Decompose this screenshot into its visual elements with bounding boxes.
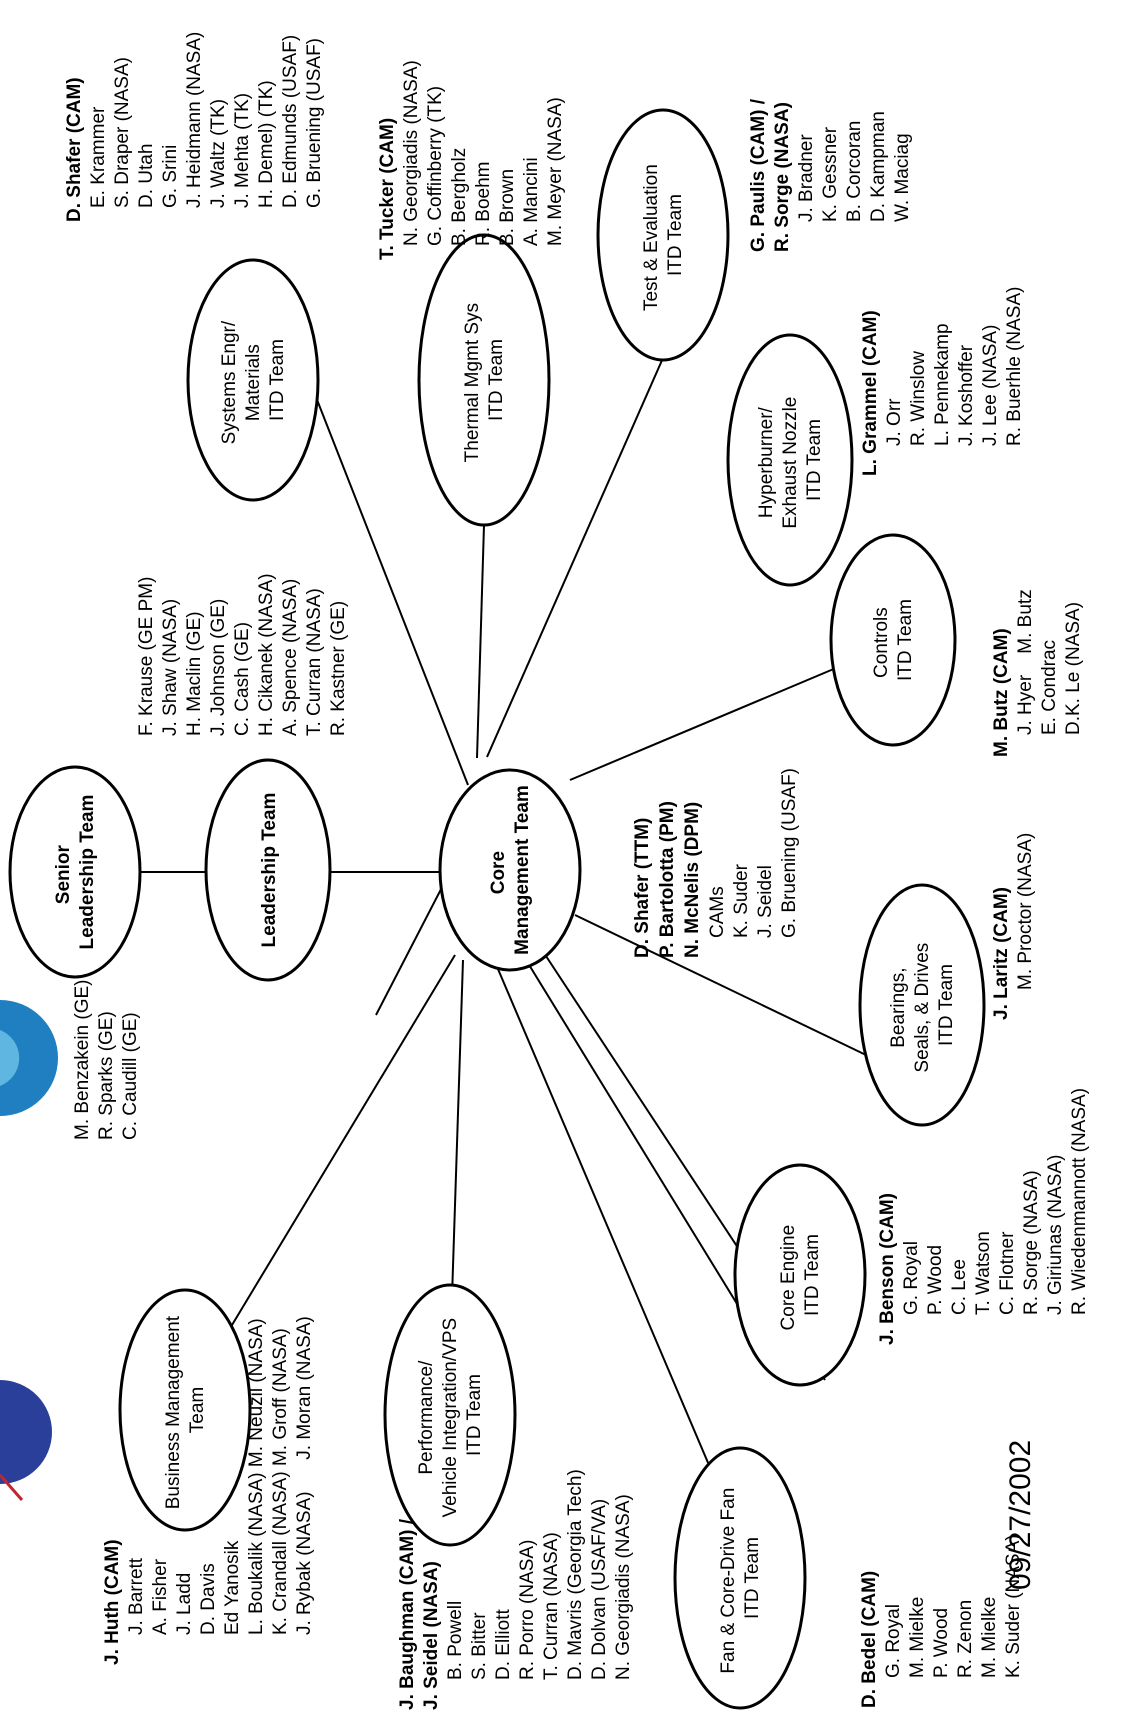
node-bearings: Bearings, Seals, & Drives ITD Team xyxy=(858,883,986,1127)
svg-text:J. Baughman (CAM) /J. Seidel (: J. Baughman (CAM) /J. Seidel (NASA) xyxy=(397,1518,442,1710)
node-performance: Performance/ Vehicle Integration/VPS ITD… xyxy=(383,1283,517,1547)
list-performance: J. Baughman (CAM) /J. Seidel (NASA) B. P… xyxy=(397,1469,634,1710)
svg-text:Core Engine ITD Team: Core Engine ITD Team xyxy=(778,1220,823,1331)
list-core-management: D. Shafer (TTM)P. Bartolotta (PM)N. McNe… xyxy=(632,768,800,958)
list-thermal: T. Tucker (CAM) N. Georgiadis (NASA)G. C… xyxy=(377,60,566,260)
svg-text:M. Proctor (NASA): M. Proctor (NASA) xyxy=(1015,833,1036,990)
node-core-management: Core Management Team xyxy=(438,768,582,972)
node-hyperburner: Hyperburner/ Exhaust Nozzle ITD Team xyxy=(726,333,854,587)
svg-text:Senior Leadership Team: Senior Leadership Team xyxy=(53,795,98,950)
node-controls: Controls ITD Team xyxy=(829,533,957,747)
svg-text:Performance/ Vehicle Int: Performance/ Vehicle Integration/VPS ITD… xyxy=(416,1313,485,1518)
svg-text:N. Georgiadis (NASA)G. Coffinb: N. Georgiadis (NASA)G. Coffinberry (TK)B… xyxy=(401,60,566,246)
svg-text:Hyperburner/ Exhaust Noz: Hyperburner/ Exhaust Nozzle ITD Team xyxy=(756,391,825,528)
svg-text:Bearings, Seals, & Drive: Bearings, Seals, & Drives ITD Team xyxy=(888,937,957,1072)
node-core-engine: Core Engine ITD Team xyxy=(733,1163,867,1387)
svg-text:Leadership Team: Leadership Team xyxy=(259,793,280,948)
svg-text:D. Shafer (CAM): D. Shafer (CAM) xyxy=(64,77,85,222)
svg-text:Core Management Team: Core Management Team xyxy=(488,785,533,955)
svg-text:M. Butz (CAM): M. Butz (CAM) xyxy=(991,628,1012,757)
node-systems-engr: Systems Engr/ Materials ITD Team xyxy=(186,258,320,502)
svg-text:Thermal Mgmt Sys ITD Tea: Thermal Mgmt Sys ITD Team xyxy=(462,298,507,463)
svg-text:G. Paulis (CAM) /R. Sorge (NAS: G. Paulis (CAM) /R. Sorge (NASA) xyxy=(748,98,793,252)
node-test-evaluation: Test & Evaluation ITD Team xyxy=(596,108,730,362)
svg-text:Controls ITD Team: Controls ITD Team xyxy=(871,599,916,681)
node-thermal-mgmt: Thermal Mgmt Sys ITD Team xyxy=(417,233,551,527)
date-stamp: 09/27/2002 xyxy=(1004,1440,1037,1590)
svg-text:D. Bedel (CAM): D. Bedel (CAM) xyxy=(859,1571,880,1708)
svg-text:J. Huth (CAM): J. Huth (CAM) xyxy=(102,1539,123,1665)
logo-top xyxy=(0,1000,58,1116)
svg-text:F. Krause (GE PM)J. Shaw (NASA: F. Krause (GE PM)J. Shaw (NASA)H. Maclin… xyxy=(136,573,349,736)
list-test-evaluation: G. Paulis (CAM) /R. Sorge (NASA) J. Brad… xyxy=(748,98,913,252)
logo-bottom xyxy=(0,1380,52,1501)
svg-text:Systems Engr/ Materials: Systems Engr/ Materials ITD Team xyxy=(219,316,288,445)
svg-text:M. Benzakein (GE)R. Sparks (GE: M. Benzakein (GE)R. Sparks (GE)C. Caudil… xyxy=(72,980,141,1141)
svg-text:J. Laritz (CAM): J. Laritz (CAM) xyxy=(991,887,1012,1020)
connectors xyxy=(140,289,867,1499)
node-business-management: Business Management Team xyxy=(118,1288,252,1532)
list-senior: M. Benzakein (GE)R. Sparks (GE)C. Caudil… xyxy=(72,980,141,1141)
svg-text:J. Benson (CAM): J. Benson (CAM) xyxy=(877,1193,898,1345)
svg-text:Business Management Team: Business Management Team xyxy=(163,1311,208,1510)
node-fan-core-drive: Fan & Core-Drive Fan ITD Team xyxy=(673,1446,807,1710)
svg-text:T. Tucker (CAM): T. Tucker (CAM) xyxy=(377,118,398,260)
svg-text:L. Grammel (CAM): L. Grammel (CAM) xyxy=(860,310,881,476)
node-leadership-team: Leadership Team xyxy=(204,758,332,982)
svg-text:09/27/2002: 09/27/2002 xyxy=(1004,1440,1037,1590)
svg-text:Fan & Core-Drive Fan ITD: Fan & Core-Drive Fan ITD Team xyxy=(718,1482,763,1673)
node-senior-leadership-team: Senior Leadership Team xyxy=(8,765,142,979)
list-leadership: F. Krause (GE PM)J. Shaw (NASA)H. Maclin… xyxy=(136,573,349,736)
svg-text:Test & Evaluation ITD Te: Test & Evaluation ITD Team xyxy=(641,159,686,311)
svg-text:D. Shafer (TTM)P. Bartolotta (: D. Shafer (TTM)P. Bartolotta (PM)N. McNe… xyxy=(632,801,703,958)
list-bearings: J. Laritz (CAM) M. Proctor (NASA) xyxy=(991,833,1036,1020)
